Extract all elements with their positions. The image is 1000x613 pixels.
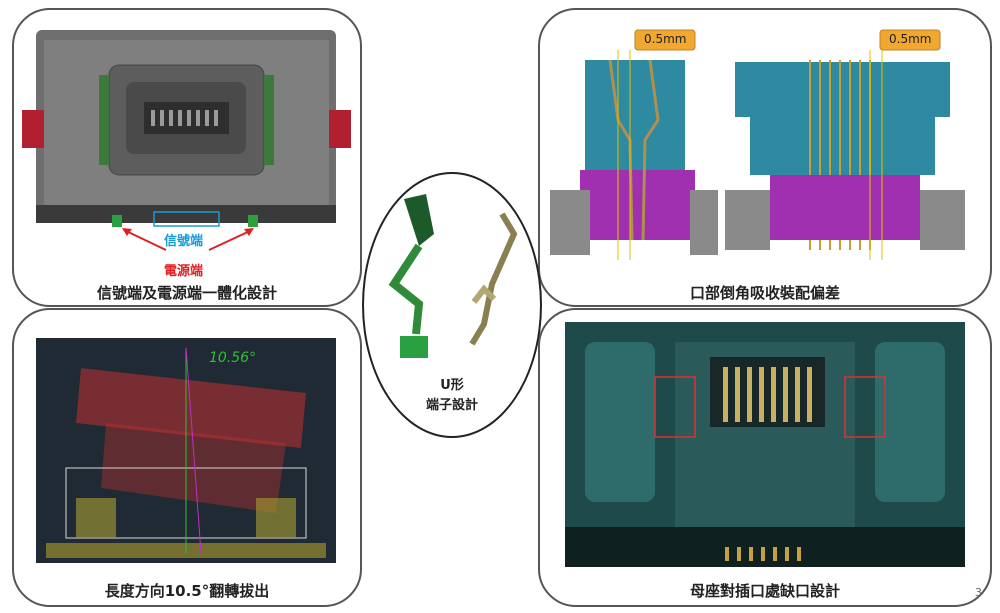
u-shape-label-line1: U形 [440, 378, 464, 393]
angle-label: 10.56° [209, 350, 257, 366]
cad-drawing [36, 338, 336, 563]
cross-section-render [550, 29, 965, 260]
panel-integrated-design: 信號端 電源端 信號端及電源端一體化設計 [12, 8, 362, 307]
panel-rotation-extraction: 10.56° 長度方向10.5°翻轉拔出 [12, 308, 362, 607]
signal-terminal-label: 信號端 [164, 234, 204, 249]
panel-caption: 長度方向10.5°翻轉拔出 [104, 582, 270, 600]
panel-notch-design: 母座對插口處缺口設計 [538, 308, 992, 607]
terminal-render [388, 194, 518, 358]
connector-render-top-left [22, 30, 351, 251]
page-number: 3 [975, 586, 982, 599]
dimension-label-1: 0.5mm [644, 32, 687, 46]
panel-caption: 母座對插口處缺口設計 [689, 582, 840, 600]
u-shape-label-line2: 端子設計 [425, 398, 478, 413]
panel-caption: 信號端及電源端一體化設計 [96, 284, 277, 302]
dimension-label-2: 0.5mm [889, 32, 932, 46]
panel-chamfer-design: 0.5mm 0.5mm 口部倒角吸收裝配偏差 [538, 8, 992, 307]
power-terminal-label: 電源端 [164, 264, 204, 279]
u-shape-terminal-oval: U形 端子設計 [362, 172, 542, 438]
panel-caption: 口部倒角吸收裝配偏差 [689, 284, 840, 302]
receptacle-render [565, 322, 965, 567]
